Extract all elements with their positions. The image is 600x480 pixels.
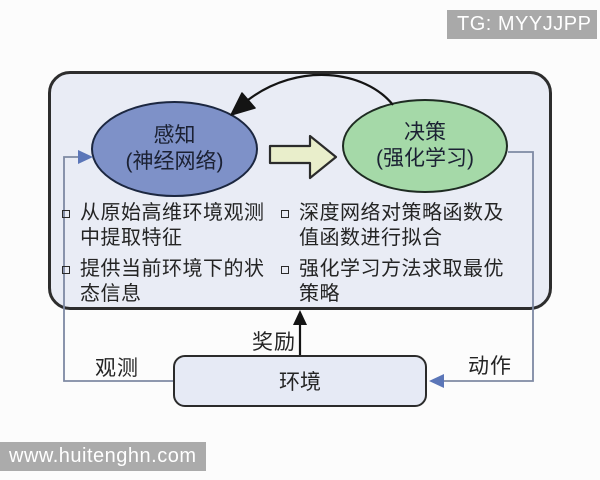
perception-node: 感知 (神经网络): [91, 101, 258, 197]
reward-edge-label: 奖励: [252, 331, 296, 354]
decision-node-label: 决策 (强化学习): [376, 121, 474, 170]
square-bullet-icon: [62, 210, 70, 218]
site-watermark-text: www.huitenghn.com: [9, 445, 197, 467]
note-text: 提供当前环境下的状 态信息: [80, 258, 265, 305]
perception-node-label: 感知 (神经网络): [125, 124, 224, 173]
perception-notes-list: 从原始高维环境观测 中提取特征 提供当前环境下的状 态信息: [62, 201, 284, 307]
tg-watermark-text: TG: MYYJJPP: [457, 13, 592, 35]
square-bullet-icon: [281, 266, 289, 274]
note-text: 深度网络对策略函数及 值函数进行拟合: [299, 202, 504, 249]
note-text: 强化学习方法求取最优 策略: [299, 258, 504, 305]
square-bullet-icon: [62, 266, 70, 274]
action-edge-label: 动作: [468, 355, 512, 378]
action-arrowhead-icon: [429, 374, 444, 388]
observation-edge-label: 观测: [95, 357, 139, 380]
list-item: 从原始高维环境观测 中提取特征: [62, 201, 284, 251]
site-watermark-badge: www.huitenghn.com: [0, 442, 206, 471]
environment-label: 环境: [279, 371, 321, 394]
environment-box: 环境: [173, 355, 427, 407]
square-bullet-icon: [281, 210, 289, 218]
decision-notes-list: 深度网络对策略函数及 值函数进行拟合 强化学习方法求取最优 策略: [281, 201, 521, 307]
note-text: 从原始高维环境观测 中提取特征: [80, 202, 265, 249]
decision-node: 决策 (强化学习): [342, 99, 508, 193]
list-item: 深度网络对策略函数及 值函数进行拟合: [281, 201, 521, 251]
reward-arrowhead-icon: [293, 310, 307, 325]
tg-watermark-badge: TG: MYYJJPP: [447, 10, 597, 39]
list-item: 强化学习方法求取最优 策略: [281, 257, 521, 307]
list-item: 提供当前环境下的状 态信息: [62, 257, 284, 307]
